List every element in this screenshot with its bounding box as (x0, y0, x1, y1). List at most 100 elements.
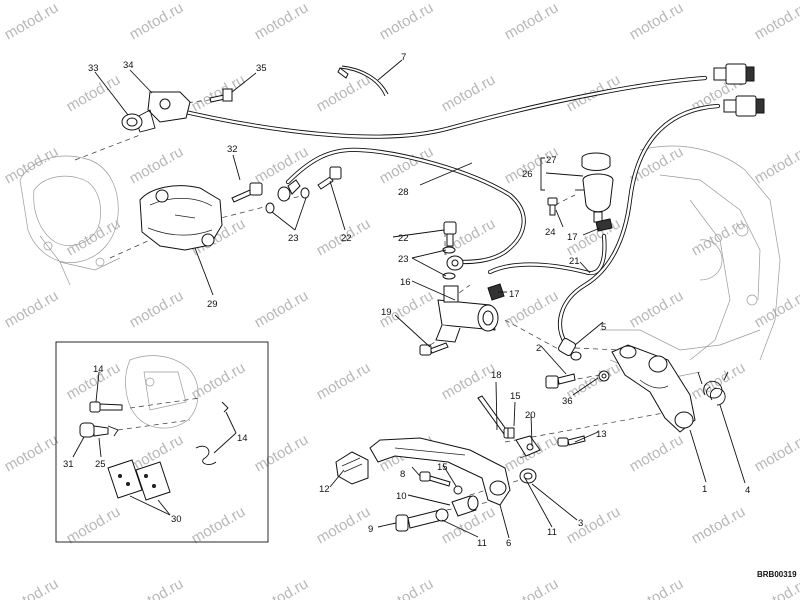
watermark-text: motod.ru (627, 575, 687, 600)
hoses (165, 65, 721, 347)
banjo-bolt-upper (317, 166, 342, 190)
watermark-text: motod.ru (189, 71, 249, 115)
pedal-pivot-bolt (545, 373, 576, 389)
callout-22-middle: 22 (398, 233, 409, 244)
callout-10: 10 (396, 491, 407, 502)
watermark-text: motod.ru (502, 0, 562, 43)
reservoir-group-bracket (540, 157, 545, 191)
callout-8: 8 (400, 469, 405, 480)
watermark-text: motod.ru (752, 143, 800, 187)
watermark-text: motod.ru (127, 575, 187, 600)
watermark-text: motod.ru (2, 431, 62, 475)
watermark-text: motod.ru (127, 0, 187, 43)
pad-spring (195, 401, 229, 465)
callout-36: 36 (562, 396, 573, 407)
watermark-text: motod.ru (377, 0, 437, 43)
detail-inset (55, 341, 269, 543)
callout-14-inset-top: 14 (93, 364, 104, 375)
pedal-washer-right (519, 468, 537, 484)
banjo-bolt-middle (443, 221, 457, 247)
callout-31: 31 (63, 459, 74, 470)
cable-tie (337, 67, 349, 79)
watermark-text: motod.ru (627, 0, 687, 43)
watermark-text: motod.ru (314, 503, 374, 547)
callout-28: 28 (398, 187, 409, 198)
callout-27: 27 (546, 155, 557, 166)
reservoir-screw (547, 197, 558, 216)
callout-17-middle: 17 (509, 289, 520, 300)
watermark-text: motod.ru (627, 287, 687, 331)
pivot-bushing (451, 495, 479, 517)
caliper-bolt (231, 182, 263, 203)
callout-15-lower: 15 (437, 462, 448, 473)
brake-caliper (139, 185, 223, 251)
callout-6: 6 (506, 538, 511, 549)
spring-pin-15-upper (507, 427, 515, 439)
callout-22-upper: 22 (341, 233, 352, 244)
callout-2: 2 (536, 343, 541, 354)
banjo-fitting-middle (446, 255, 464, 271)
watermark-text: motod.ru (2, 287, 62, 331)
return-spring (697, 371, 729, 406)
pin-clip (107, 425, 119, 437)
clevis-pin (557, 435, 586, 447)
watermark-text: motod.ru (314, 71, 374, 115)
watermark-text: motod.ru (439, 71, 499, 115)
watermark-text: motod.ru (252, 575, 312, 600)
master-cylinder-bolt (419, 342, 449, 356)
callout-29: 29 (207, 299, 218, 310)
watermark-text: motod.ru (689, 503, 749, 547)
copper-washers-upper (265, 187, 310, 214)
callout-4: 4 (745, 485, 750, 496)
callout-19: 19 (381, 307, 392, 318)
copper-washers-middle (442, 246, 456, 280)
watermark-text: motod.ru (252, 0, 312, 43)
watermark-text: motod.ru (64, 215, 124, 259)
callout-7: 7 (401, 52, 406, 63)
electrical-connector-lower (723, 95, 765, 117)
watermark-text: motod.ru (252, 287, 312, 331)
callout-24: 24 (545, 227, 556, 238)
pivot-seal-ring (435, 508, 449, 522)
callout-13: 13 (596, 429, 607, 440)
watermark-text: motod.ru (314, 359, 374, 403)
callout-labels: 1 2 3 4 5 6 7 8 9 10 11 11 12 13 14 14 1… (63, 52, 750, 549)
sensor-seal (121, 113, 143, 131)
callout-17-upper: 17 (567, 232, 578, 243)
callout-20: 20 (525, 410, 536, 421)
callout-12: 12 (319, 484, 330, 495)
watermark-text: motod.ru (189, 359, 249, 403)
callout-11-right: 11 (547, 527, 557, 538)
watermark-text: motod.ru (252, 431, 312, 475)
callout-35: 35 (256, 63, 267, 74)
watermark-text: motod.ru (189, 503, 249, 547)
watermark-text: motod.ru (564, 503, 624, 547)
callout-3: 3 (578, 518, 583, 529)
pedal-bracket (611, 344, 696, 433)
callout-34: 34 (123, 60, 134, 71)
callout-30: 30 (171, 514, 182, 525)
pad-retaining-pin (89, 401, 123, 413)
drawing-code: BRB00319 (757, 570, 797, 579)
spring-pin-15-lower (453, 485, 463, 495)
watermark-text: motod.ru (627, 431, 687, 475)
leader-lines (72, 59, 746, 539)
watermark-text: motod.ru (64, 71, 124, 115)
watermark-text: motod.ru (127, 143, 187, 187)
pushrod-clevis (515, 435, 541, 457)
callout-26: 26 (522, 169, 533, 180)
watermark-text: motod.ru (439, 359, 499, 403)
watermark-text: motod.ru (377, 575, 437, 600)
callout-25: 25 (95, 459, 106, 470)
pad-pin-cap (79, 422, 109, 438)
watermark-text: motod.ru (752, 431, 800, 475)
callout-11-lower: 11 (477, 538, 487, 549)
speed-sensor (134, 91, 191, 133)
callout-23-upper: 23 (288, 233, 299, 244)
watermark-text: motod.ru (252, 143, 312, 187)
callout-9: 9 (368, 524, 373, 535)
brake-pads (107, 459, 171, 501)
watermark-text: motod.ru (2, 143, 62, 187)
watermark-text: motod.ru (502, 575, 562, 600)
